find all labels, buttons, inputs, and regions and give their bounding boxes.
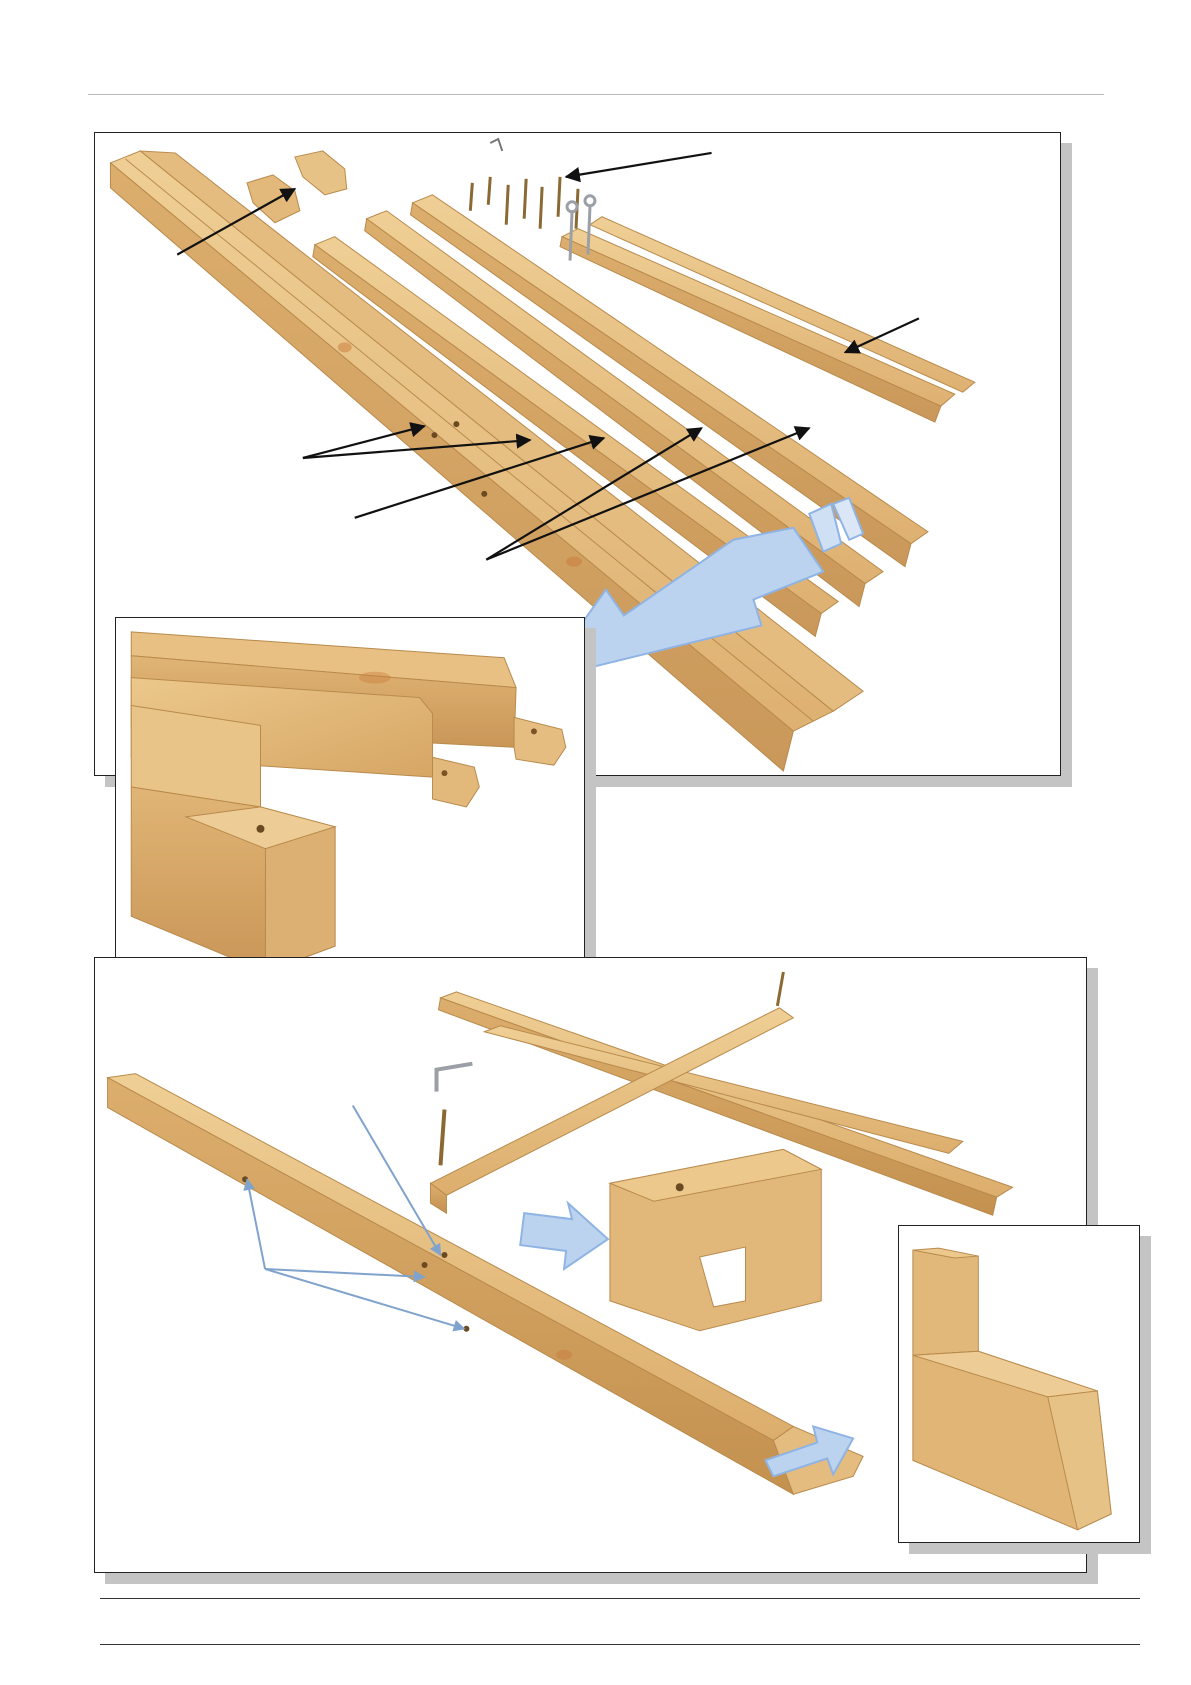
bolt-top [777, 972, 783, 1006]
detail-right-frame [898, 1225, 1140, 1543]
bolt-long [440, 1110, 444, 1166]
tenon-joint-closeup-illustration [116, 618, 584, 973]
beam-end-closeup-illustration [899, 1226, 1139, 1542]
header-rule [88, 94, 1104, 95]
blue-arrow-middle [520, 1203, 608, 1269]
footer-rule-top [100, 1598, 1140, 1599]
small-blocks [247, 151, 347, 223]
detail-left-frame [115, 617, 585, 974]
allen-key [490, 139, 502, 151]
bolts-set [470, 177, 578, 229]
footer-rule-bottom [100, 1644, 1140, 1645]
end-block [610, 1149, 821, 1330]
allen-key [437, 1064, 473, 1092]
